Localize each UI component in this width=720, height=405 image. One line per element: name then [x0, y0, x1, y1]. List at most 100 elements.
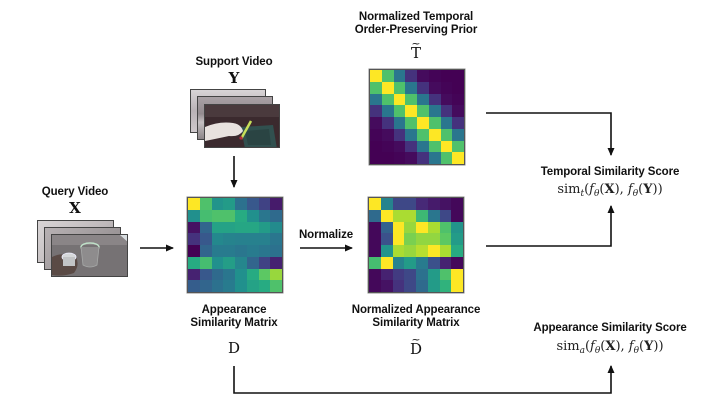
matrix-cell-r0-c0	[188, 198, 200, 210]
matrix-cell-r0-c5	[246, 198, 259, 210]
matrix-cell-r6-c3	[405, 140, 417, 153]
matrix-cell-r3-c0	[188, 233, 200, 245]
matrix-cell-r6-c1	[380, 268, 393, 281]
matrix-cell-r4-c5	[246, 245, 259, 257]
matrix-cell-r1-c5	[428, 81, 441, 94]
normalized-matrix-title-line2: Similarity Matrix	[372, 317, 460, 329]
matrix-cell-r4-c4	[235, 245, 247, 257]
formula-arg1: X	[604, 182, 615, 197]
temporal-order-preserving-prior-matrix	[369, 69, 465, 165]
arrow-normalized-matrix-to-temporal-score	[486, 205, 615, 247]
matrix-cell-r2-c7	[270, 221, 282, 234]
normalized-matrix-symbol-letter: D	[409, 340, 423, 358]
matrix-cell-r0-c3	[223, 198, 235, 210]
matrix-cell-r1-c4	[235, 209, 247, 222]
matrix-cell-r7-c5	[427, 280, 440, 292]
matrix-cell-r1-c0	[369, 209, 381, 222]
matrix-cell-r7-c4	[417, 152, 429, 164]
matrix-cell-r7-c4	[416, 280, 428, 292]
matrix-cell-r3-c6	[439, 233, 452, 245]
matrix-cell-r7-c1	[199, 280, 212, 292]
matrix-cell-r6-c7	[270, 268, 282, 281]
matrix-cell-r0-c7	[452, 70, 464, 82]
matrix-cell-r3-c3	[404, 233, 416, 245]
matrix-cell-r5-c3	[405, 128, 417, 141]
matrix-cell-r3-c3	[405, 105, 417, 117]
matrix-cell-r7-c5	[246, 280, 259, 292]
matrix-cell-r7-c6	[440, 152, 453, 164]
matrix-cell-r5-c2	[392, 256, 405, 269]
matrix-cell-r0-c4	[416, 198, 428, 210]
matrix-cell-r5-c4	[416, 256, 428, 269]
normalized-appearance-similarity-matrix	[368, 197, 464, 293]
support-video-thumbnail	[205, 105, 279, 147]
matrix-cell-r6-c6	[258, 268, 271, 281]
matrix-cell-r6-c4	[235, 268, 247, 281]
matrix-cell-r5-c7	[270, 256, 282, 269]
matrix-cell-r3-c1	[380, 233, 393, 245]
matrix-cell-r2-c1	[381, 93, 394, 106]
matrix-cell-r4-c1	[199, 245, 212, 257]
matrix-cell-r7-c3	[405, 152, 417, 164]
matrix-cell-r0-c6	[440, 70, 453, 82]
matrix-cell-r7-c7	[451, 280, 463, 292]
matrix-cell-r3-c0	[369, 233, 381, 245]
matrix-cell-r2-c0	[188, 221, 200, 234]
formula-arg1: X	[605, 339, 616, 354]
matrix-cell-r5-c5	[246, 256, 259, 269]
support-video-title: Support Video	[195, 56, 273, 68]
matrix-cell-r2-c2	[393, 93, 406, 106]
tilde-accent: ~	[411, 37, 421, 50]
matrix-cell-r4-c6	[439, 245, 452, 257]
matrix-cell-r2-c6	[439, 221, 452, 234]
matrix-cell-r3-c4	[416, 233, 428, 245]
matrix-cell-r2-c3	[404, 221, 416, 234]
normalize-label: Normalize	[298, 229, 354, 241]
matrix-cell-r0-c7	[270, 198, 282, 210]
matrix-cell-r4-c2	[392, 245, 405, 257]
formula-f: f	[589, 182, 594, 197]
matrix-cell-r2-c0	[370, 93, 382, 106]
matrix-cell-r1-c2	[393, 81, 406, 94]
matrix-cell-r0-c2	[393, 70, 406, 82]
matrix-cell-r3-c4	[235, 233, 247, 245]
formula-theta: θ	[594, 346, 601, 356]
matrix-cell-r7-c6	[258, 280, 271, 292]
matrix-cell-r7-c7	[270, 280, 282, 292]
matrix-cell-r1-c4	[417, 81, 429, 94]
appearance-matrix-title-line2: Similarity Matrix	[190, 317, 278, 329]
matrix-cell-r0-c1	[380, 198, 393, 210]
matrix-cell-r0-c1	[199, 198, 212, 210]
matrix-cell-r4-c1	[380, 245, 393, 257]
matrix-cell-r1-c0	[370, 81, 382, 94]
matrix-cell-r1-c2	[211, 209, 224, 222]
matrix-cell-r5-c5	[427, 256, 440, 269]
matrix-cell-r6-c2	[393, 140, 406, 153]
matrix-cell-r3-c5	[246, 233, 259, 245]
formula-f: f	[628, 339, 634, 354]
matrix-cell-r4-c4	[416, 245, 428, 257]
matrix-cell-r4-c7	[451, 245, 463, 257]
matrix-cell-r7-c1	[381, 152, 394, 164]
appearance-matrix-title-line1: Appearance	[201, 304, 267, 316]
matrix-cell-r7-c2	[392, 280, 405, 292]
matrix-cell-r3-c6	[258, 233, 271, 245]
matrix-cell-r1-c1	[380, 209, 393, 222]
matrix-cell-r4-c2	[211, 245, 224, 257]
matrix-cell-r3-c7	[452, 105, 464, 117]
matrix-cell-r6-c0	[369, 268, 381, 281]
matrix-cell-r4-c7	[452, 117, 464, 129]
matrix-cell-r4-c3	[404, 245, 416, 257]
temporal-prior-symbol-letter: T	[410, 44, 421, 62]
matrix-cell-r5-c3	[223, 256, 235, 269]
matrix-cell-r4-c7	[270, 245, 282, 257]
matrix-cell-r1-c7	[451, 209, 463, 222]
support-video-frame-front	[204, 104, 280, 148]
matrix-cell-r7-c7	[452, 152, 464, 164]
matrix-cell-r7-c3	[223, 280, 235, 292]
matrix-cell-r7-c2	[211, 280, 224, 292]
matrix-cell-r5-c0	[370, 128, 382, 141]
matrix-cell-r3-c2	[393, 105, 406, 117]
matrix-cell-r7-c4	[235, 280, 247, 292]
normalized-matrix-title: Normalized Appearance Similarity Matrix	[340, 304, 492, 330]
